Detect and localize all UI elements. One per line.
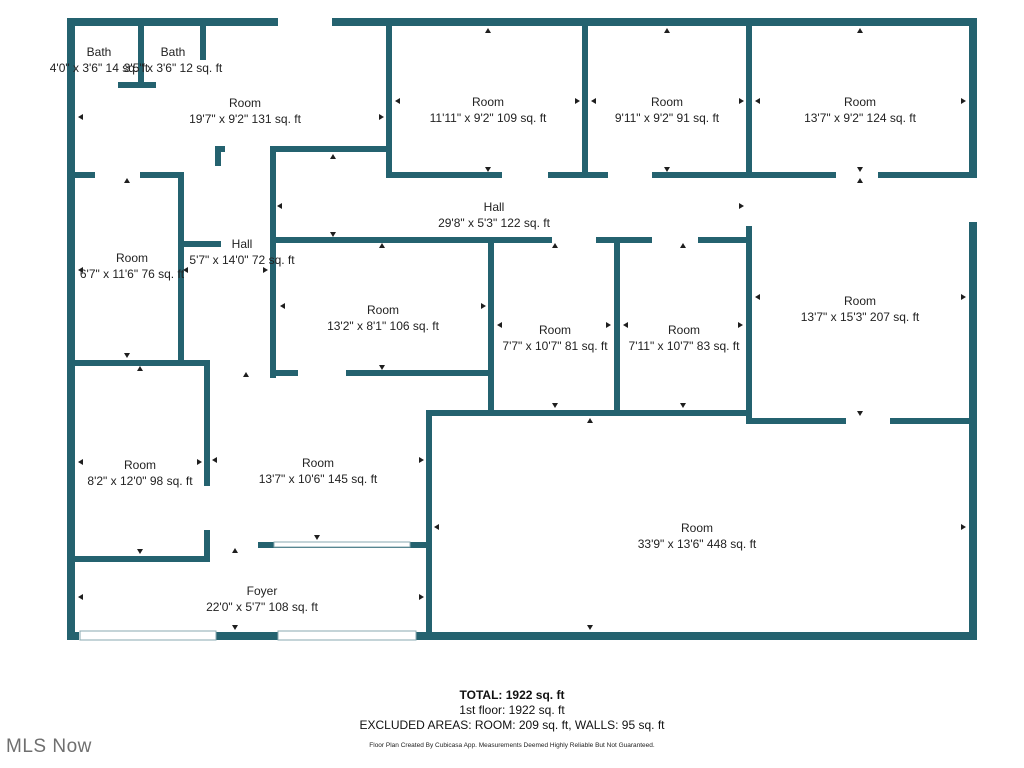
disclaimer: Floor Plan Created By Cubicasa App. Meas… xyxy=(369,742,655,749)
area-summary: TOTAL: 1922 sq. ft 1st floor: 1922 sq. f… xyxy=(0,688,1024,733)
room-label-room-n1: Room 11'11" x 9'2" 109 sq. ft xyxy=(429,95,547,125)
room-label-room-c2: Room 7'7" x 10'7" 81 sq. ft xyxy=(502,323,608,353)
room-label-room-ne: Room 13'7" x 9'2" 124 sq. ft xyxy=(804,95,916,125)
room-label-hall-side: Hall 5'7" x 14'0" 72 sq. ft xyxy=(189,237,295,267)
total-area: TOTAL: 1922 sq. ft xyxy=(459,688,565,702)
room-label-room-n2: Room 9'11" x 9'2" 91 sq. ft xyxy=(614,95,720,125)
floor-area: 1st floor: 1922 sq. ft xyxy=(459,703,565,717)
walls xyxy=(67,18,977,640)
room-label-hall-main: Hall 29'8" x 5'3" 122 sq. ft xyxy=(438,200,550,230)
watermark: MLS Now xyxy=(6,736,92,757)
dimension-ticks xyxy=(78,28,966,630)
room-label-room-c1: Room 13'2" x 8'1" 106 sq. ft xyxy=(327,303,439,333)
room-label-room-w2: Room 8'2" x 12'0" 98 sq. ft xyxy=(87,458,193,488)
room-label-room-w1: Room 6'7" x 11'6" 76 sq. ft xyxy=(79,251,185,281)
room-label-room-c4: Room 13'7" x 10'6" 145 sq. ft xyxy=(258,456,378,486)
windows xyxy=(79,541,417,641)
excluded-areas: EXCLUDED AREAS: ROOM: 209 sq. ft, WALLS:… xyxy=(359,718,665,732)
room-label-bath-2: Bath 3'5" x 3'6" 12 sq. ft xyxy=(123,45,223,75)
room-label-bath-1: Bath 4'0" x 3'6" 14 sq. ft xyxy=(49,45,149,75)
room-label-room-big: Room 33'9" x 13'6" 448 sq. ft xyxy=(637,521,757,551)
room-label-foyer: Foyer 22'0" x 5'7" 108 sq. ft xyxy=(206,584,318,614)
room-label-room-e1: Room 13'7" x 15'3" 207 sq. ft xyxy=(800,294,920,324)
floor-plan xyxy=(67,18,977,641)
room-label-room-nw: Room 19'7" x 9'2" 131 sq. ft xyxy=(189,96,301,126)
room-label-room-c3: Room 7'11" x 10'7" 83 sq. ft xyxy=(628,323,740,353)
